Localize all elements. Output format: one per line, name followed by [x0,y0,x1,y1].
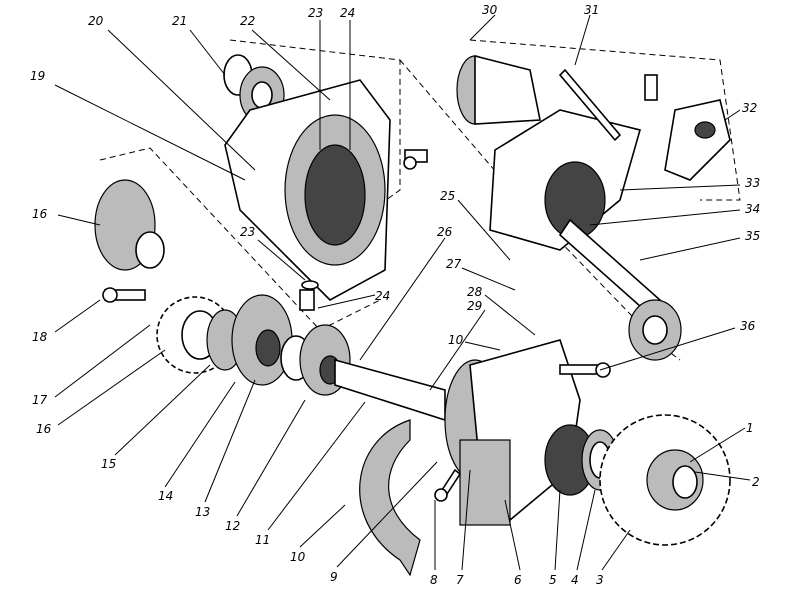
callout-c24b: 24 [375,289,390,303]
callout-c35: 35 [745,229,760,243]
leader-line-c14 [164,381,236,488]
callout-c9: 9 [330,570,338,584]
housing-22 [224,79,391,301]
callout-c20: 20 [88,14,104,28]
callout-c1: 1 [746,421,754,435]
leader-line-c12 [236,399,306,517]
leader-line-c36 [599,327,736,371]
leader-line-c3 [601,529,631,571]
callout-c34: 34 [745,202,760,216]
callout-c30: 30 [482,3,498,17]
callout-c16a: 16 [32,207,48,221]
callout-c4: 4 [571,573,579,587]
callout-c22: 22 [240,14,255,28]
callout-c6: 6 [514,573,522,587]
callout-c15: 15 [101,457,116,471]
callout-c27: 27 [446,257,462,271]
chain-guard-9-10 [359,419,421,577]
callout-c10a: 10 [448,333,464,347]
leader-line-c7 [461,469,471,571]
leader-line-c30 [469,14,496,41]
callout-c14: 14 [158,489,173,503]
callout-c7: 7 [456,573,464,587]
leader-line-c23b [257,239,306,281]
callout-c31: 31 [584,3,599,17]
leader-line-c20 [107,29,256,171]
leader-line-c19 [54,84,246,181]
callout-c18: 18 [32,330,48,344]
bracket-32 [644,74,731,181]
leader-line-c25 [457,199,511,261]
leader-line-c34 [589,209,741,226]
leader-line-c27 [461,267,516,291]
leader-line-c22 [251,29,331,101]
leader-line-c29 [429,309,486,391]
bolt-24-top [403,149,428,170]
housing-33 [489,109,641,251]
callout-c17: 17 [32,393,48,407]
bevel-gear-30 [456,54,541,125]
callout-c29: 29 [467,299,482,313]
callout-c25: 25 [440,189,455,203]
callout-c12: 12 [225,519,240,533]
leader-line-c16a [57,214,101,226]
shaft-11 [334,358,446,422]
callout-c23a: 23 [308,6,323,20]
leader-line-c24b [317,294,376,309]
leader-line-c1 [689,427,746,463]
callout-c21: 21 [172,14,187,28]
bearings-13-15 [206,294,351,396]
leader-line-c6 [504,499,521,571]
bolt-8 [434,468,462,502]
leader-line-c35 [639,237,741,261]
callout-c13: 13 [195,505,210,519]
callout-c10b: 10 [290,550,306,564]
leader-line-c18 [54,299,101,333]
leader-line-c17 [54,324,151,398]
leader-line-c33 [619,184,741,191]
leader-line-c11 [267,401,366,531]
callout-c5: 5 [549,573,557,587]
leader-line-c32 [724,109,741,121]
callout-c33: 33 [745,176,760,190]
leader-line-c4 [576,489,596,571]
bolt-24-mid [299,280,319,311]
leader-line-c10b [299,504,346,548]
leader-line-c28 [484,294,536,336]
callout-c16b: 16 [36,422,52,436]
leader-line-c9 [336,461,438,568]
leader-line-c13 [204,379,256,503]
leader-line-c31 [574,14,591,66]
callout-c32: 32 [742,101,757,115]
leader-line-c5 [554,489,561,571]
callout-c11: 11 [255,533,270,547]
callout-c26: 26 [437,225,453,239]
bolt-31 [558,68,622,142]
shaft-34-35 [558,218,682,361]
callout-c2: 2 [752,475,760,489]
bolt-18 [102,287,146,303]
callout-c8: 8 [430,573,438,587]
sprocket-3 [599,414,731,546]
leader-line-c2 [694,471,751,481]
leader-line-c16b [57,349,166,426]
leader-lines [54,14,751,571]
leader-line-c26 [359,237,446,361]
gear-housing-6 [444,339,596,526]
callout-c36: 36 [740,319,756,333]
callout-c24a: 24 [340,6,355,20]
callout-c23b: 23 [240,225,255,239]
leader-line-c10a [464,341,501,351]
callout-c19: 19 [30,69,45,83]
leader-line-c21 [189,29,226,76]
callout-c3: 3 [596,573,604,587]
leader-line-c15 [114,364,211,456]
bevel-gear-16 [94,179,165,271]
callout-c28: 28 [467,285,483,299]
